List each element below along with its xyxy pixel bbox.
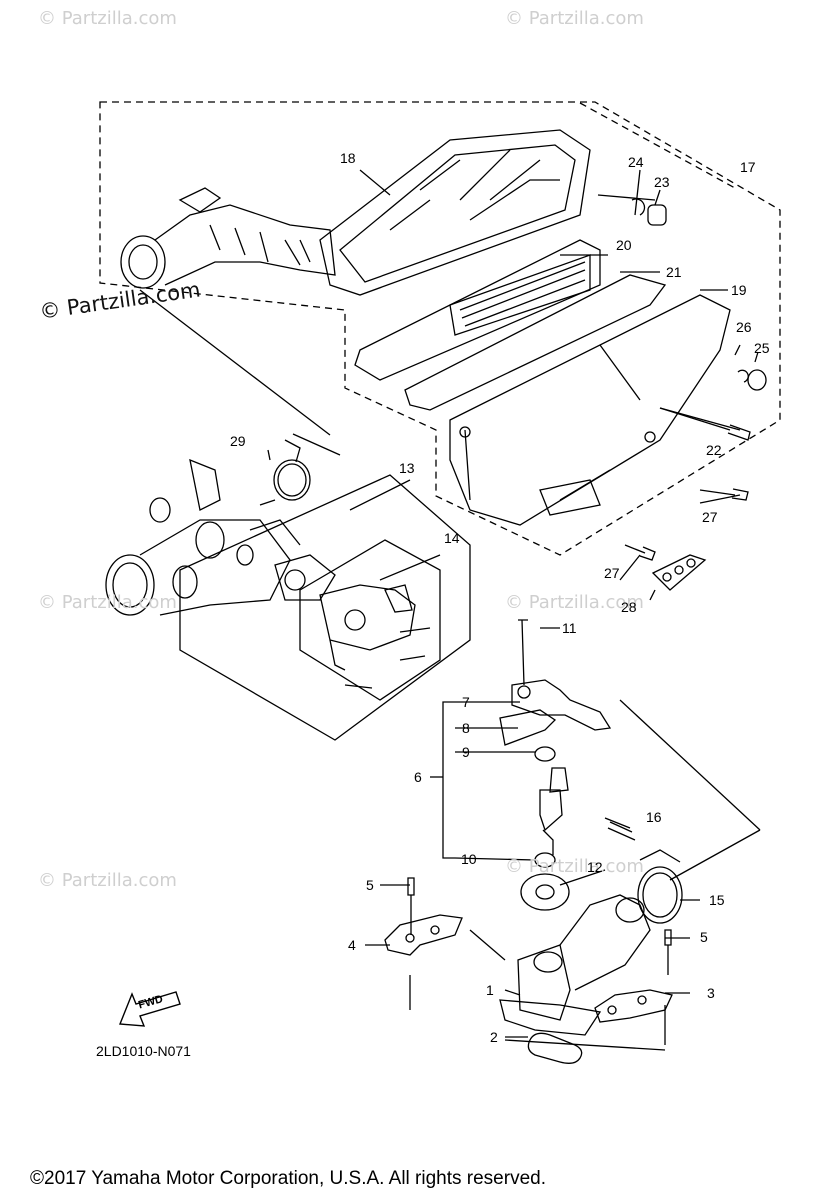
watermark: © Partzilla.com <box>38 8 177 29</box>
part-23-24 <box>631 198 667 226</box>
callout-5[interactable]: 5 <box>366 877 374 893</box>
callout-18[interactable]: 18 <box>340 150 356 166</box>
filter-element <box>354 239 601 381</box>
callout-16[interactable]: 16 <box>646 809 662 825</box>
callout-24[interactable]: 24 <box>628 154 644 170</box>
copyright-notice: ©2017 Yamaha Motor Corporation, U.S.A. A… <box>30 1168 546 1189</box>
callout-22[interactable]: 22 <box>706 442 722 458</box>
callout-12[interactable]: 12 <box>587 859 603 875</box>
callout-13[interactable]: 13 <box>399 460 415 476</box>
watermark: © Partzilla.com <box>38 870 177 891</box>
fwd-arrow-icon <box>118 991 181 1027</box>
callout-19[interactable]: 19 <box>731 282 747 298</box>
callout-6[interactable]: 6 <box>414 769 422 785</box>
intake-duct <box>120 187 336 289</box>
bracket-28 <box>651 554 707 591</box>
callout-25[interactable]: 25 <box>754 340 770 356</box>
filter-gasket <box>404 274 667 411</box>
callout-3[interactable]: 3 <box>707 985 715 1001</box>
throttle-position-sensor <box>274 554 431 689</box>
callout-17[interactable]: 17 <box>740 159 756 175</box>
bolts-22-27 <box>624 407 751 561</box>
group-13-outline <box>179 474 471 741</box>
callout-2[interactable]: 2 <box>490 1029 498 1045</box>
clamp-29 <box>273 439 311 501</box>
clamp-15 <box>637 849 683 924</box>
group-6-bracket <box>442 701 455 859</box>
watermark: © Partzilla.com <box>505 856 644 877</box>
callout-5[interactable]: 5 <box>700 929 708 945</box>
bracket-3 <box>594 989 673 1023</box>
callout-4[interactable]: 4 <box>348 937 356 953</box>
callout-27[interactable]: 27 <box>604 565 620 581</box>
callout-27[interactable]: 27 <box>702 509 718 525</box>
injector-holder <box>499 619 612 746</box>
airbox-lower <box>449 294 731 526</box>
callout-9[interactable]: 9 <box>462 744 470 760</box>
callout-20[interactable]: 20 <box>616 237 632 253</box>
callout-8[interactable]: 8 <box>462 720 470 736</box>
callout-1[interactable]: 1 <box>486 982 494 998</box>
intake-joint-1 <box>499 894 651 1036</box>
callout-29[interactable]: 29 <box>230 433 246 449</box>
callout-10[interactable]: 10 <box>461 851 477 867</box>
callout-14[interactable]: 14 <box>444 530 460 546</box>
joint-12 <box>520 873 570 911</box>
injector <box>539 767 569 855</box>
injector-pin-16 <box>607 821 636 841</box>
bolts-5 <box>407 877 672 975</box>
callout-11[interactable]: 11 <box>562 620 577 636</box>
airbox-upper <box>319 129 591 296</box>
callout-26[interactable]: 26 <box>736 319 752 335</box>
group-17-outline <box>99 101 781 556</box>
watermark: © Partzilla.com <box>505 592 644 613</box>
gasket-2 <box>527 1032 583 1064</box>
watermark: © Partzilla.com <box>505 8 644 29</box>
callout-21[interactable]: 21 <box>666 264 682 280</box>
watermark: © Partzilla.com <box>38 592 177 613</box>
callout-7[interactable]: 7 <box>462 694 470 710</box>
group-14-outline <box>299 539 441 701</box>
part-25-26 <box>737 369 767 391</box>
throttle-body <box>105 458 301 616</box>
callout-23[interactable]: 23 <box>654 174 670 190</box>
diagram-code: 2LD1010-N071 <box>96 1043 191 1059</box>
o-rings <box>534 746 556 868</box>
callout-28[interactable]: 28 <box>621 599 637 615</box>
callout-15[interactable]: 15 <box>709 892 725 908</box>
bracket-4 <box>384 914 463 956</box>
